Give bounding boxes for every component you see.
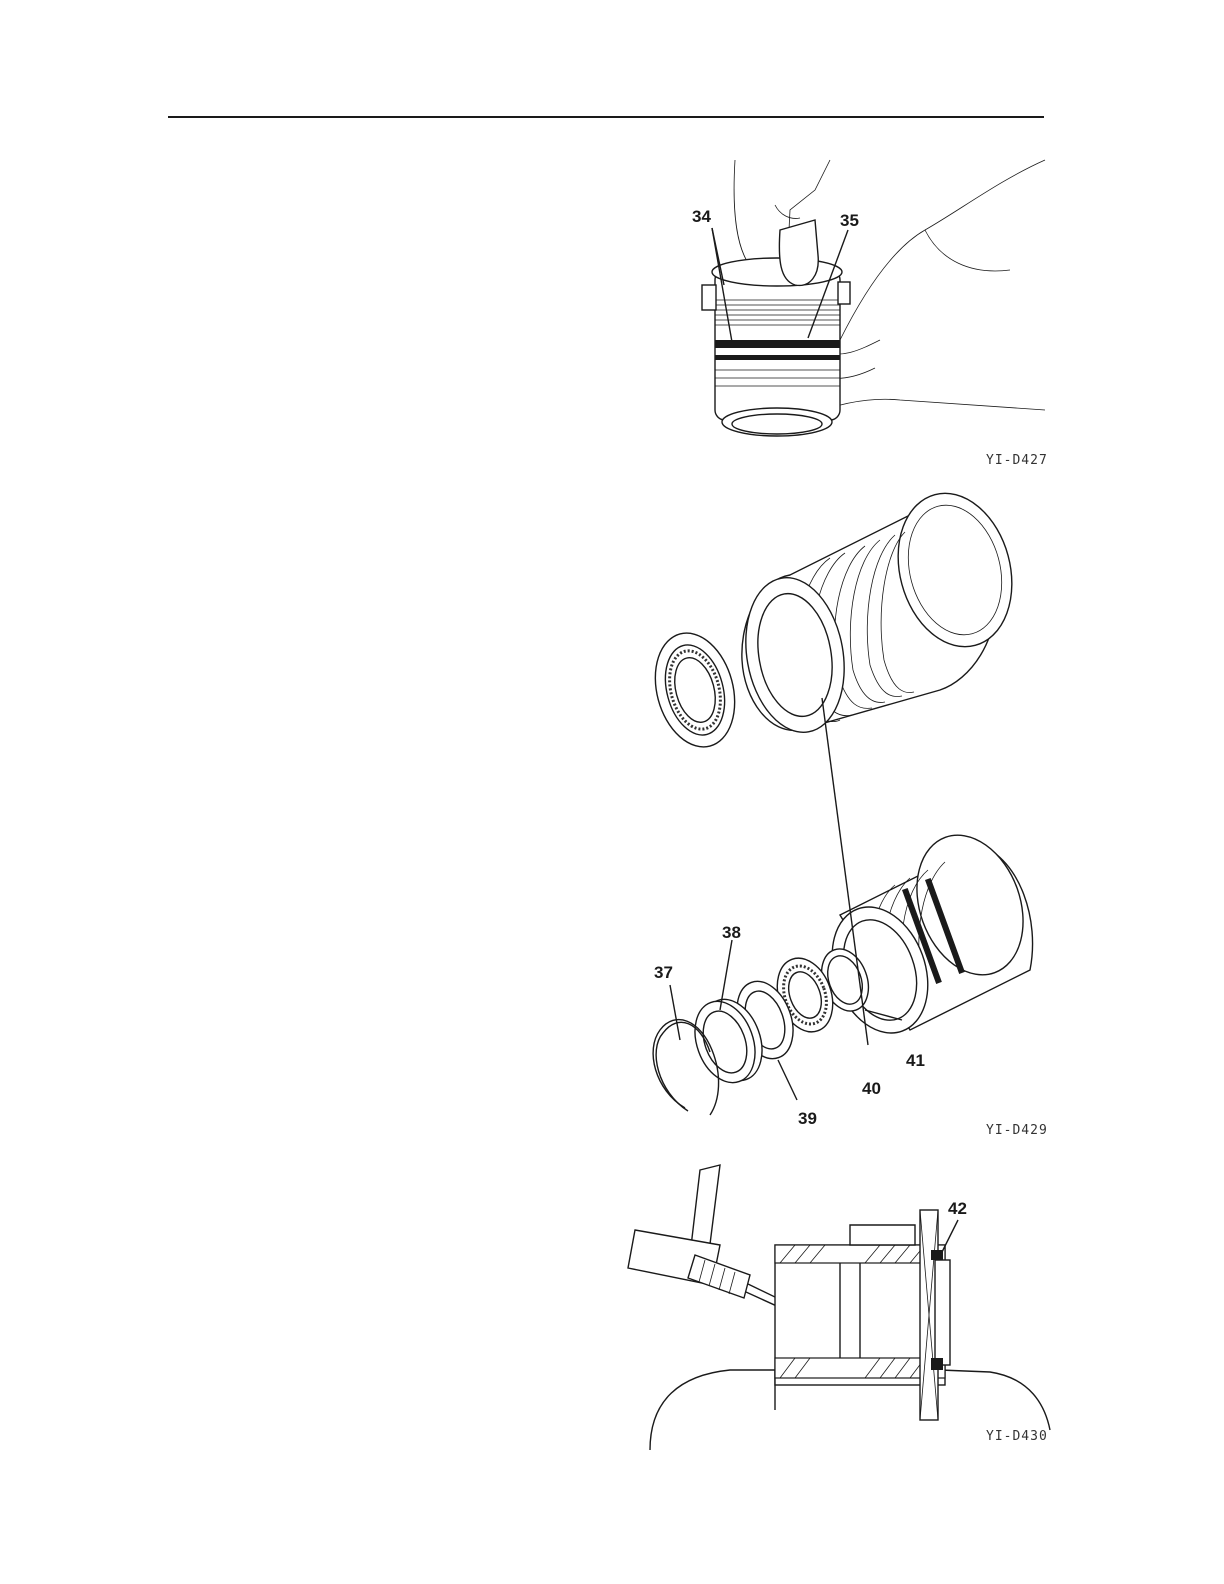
figure-sleeve-bearing-drawing	[640, 480, 1050, 770]
callout-37: 37	[654, 963, 673, 982]
callout-41: 41	[906, 1051, 925, 1070]
callout-40: 40	[862, 1079, 881, 1098]
callout-39: 39	[798, 1109, 817, 1128]
figure-yi-d429: 37 38 39 40 41 YI-D429	[640, 830, 1050, 1140]
figure-yi-d427-drawing: 34 35 YI-D427	[640, 150, 1050, 470]
callout-42: 42	[948, 1199, 967, 1218]
figure-yi-d430: 42 YI-D430	[640, 1160, 1050, 1450]
figure-yi-d429-drawing: 37 38 39 40 41 YI-D429	[640, 830, 1050, 1140]
figure-yi-d427: 34 35 YI-D427	[640, 150, 1050, 470]
figure-yi-d430-drawing: 42 YI-D430	[640, 1160, 1050, 1450]
header-rule	[168, 116, 1044, 118]
callout-34: 34	[692, 207, 711, 226]
figure-sleeve-bearing	[640, 480, 1050, 770]
figure-id-yi-d430: YI-D430	[986, 1429, 1048, 1444]
callout-35: 35	[840, 211, 859, 230]
figure-id-yi-d429: YI-D429	[986, 1123, 1048, 1138]
figure-id-yi-d427: YI-D427	[986, 453, 1048, 468]
callout-38: 38	[722, 923, 741, 942]
